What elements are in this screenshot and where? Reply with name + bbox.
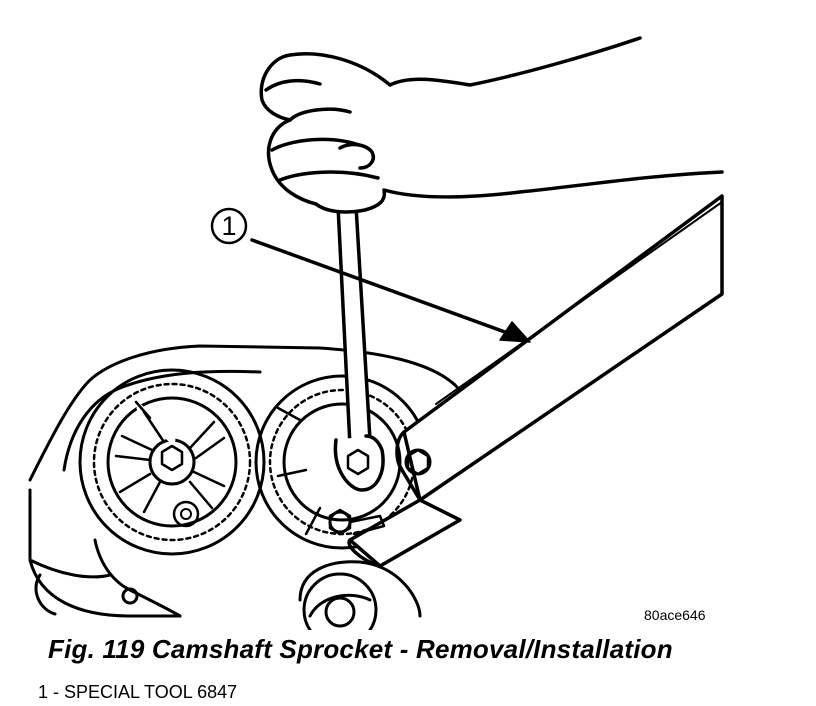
callout-1 xyxy=(210,207,531,343)
figure-caption: Fig. 119 Camshaft Sprocket - Removal/Ins… xyxy=(48,634,673,664)
legend: 1 - SPECIAL TOOL 6847 xyxy=(38,682,237,703)
left-cam-sprocket xyxy=(78,368,266,556)
lower-pulley xyxy=(302,572,378,630)
legend-item: 1 - SPECIAL TOOL 6847 xyxy=(38,682,238,702)
wrench xyxy=(333,204,385,492)
special-tool-6847 xyxy=(328,194,724,568)
callout-number: 1 xyxy=(221,211,237,241)
hand xyxy=(259,36,724,214)
image-code: 80ace646 xyxy=(644,607,706,623)
camshaft-sprocket-illustration xyxy=(28,36,724,630)
